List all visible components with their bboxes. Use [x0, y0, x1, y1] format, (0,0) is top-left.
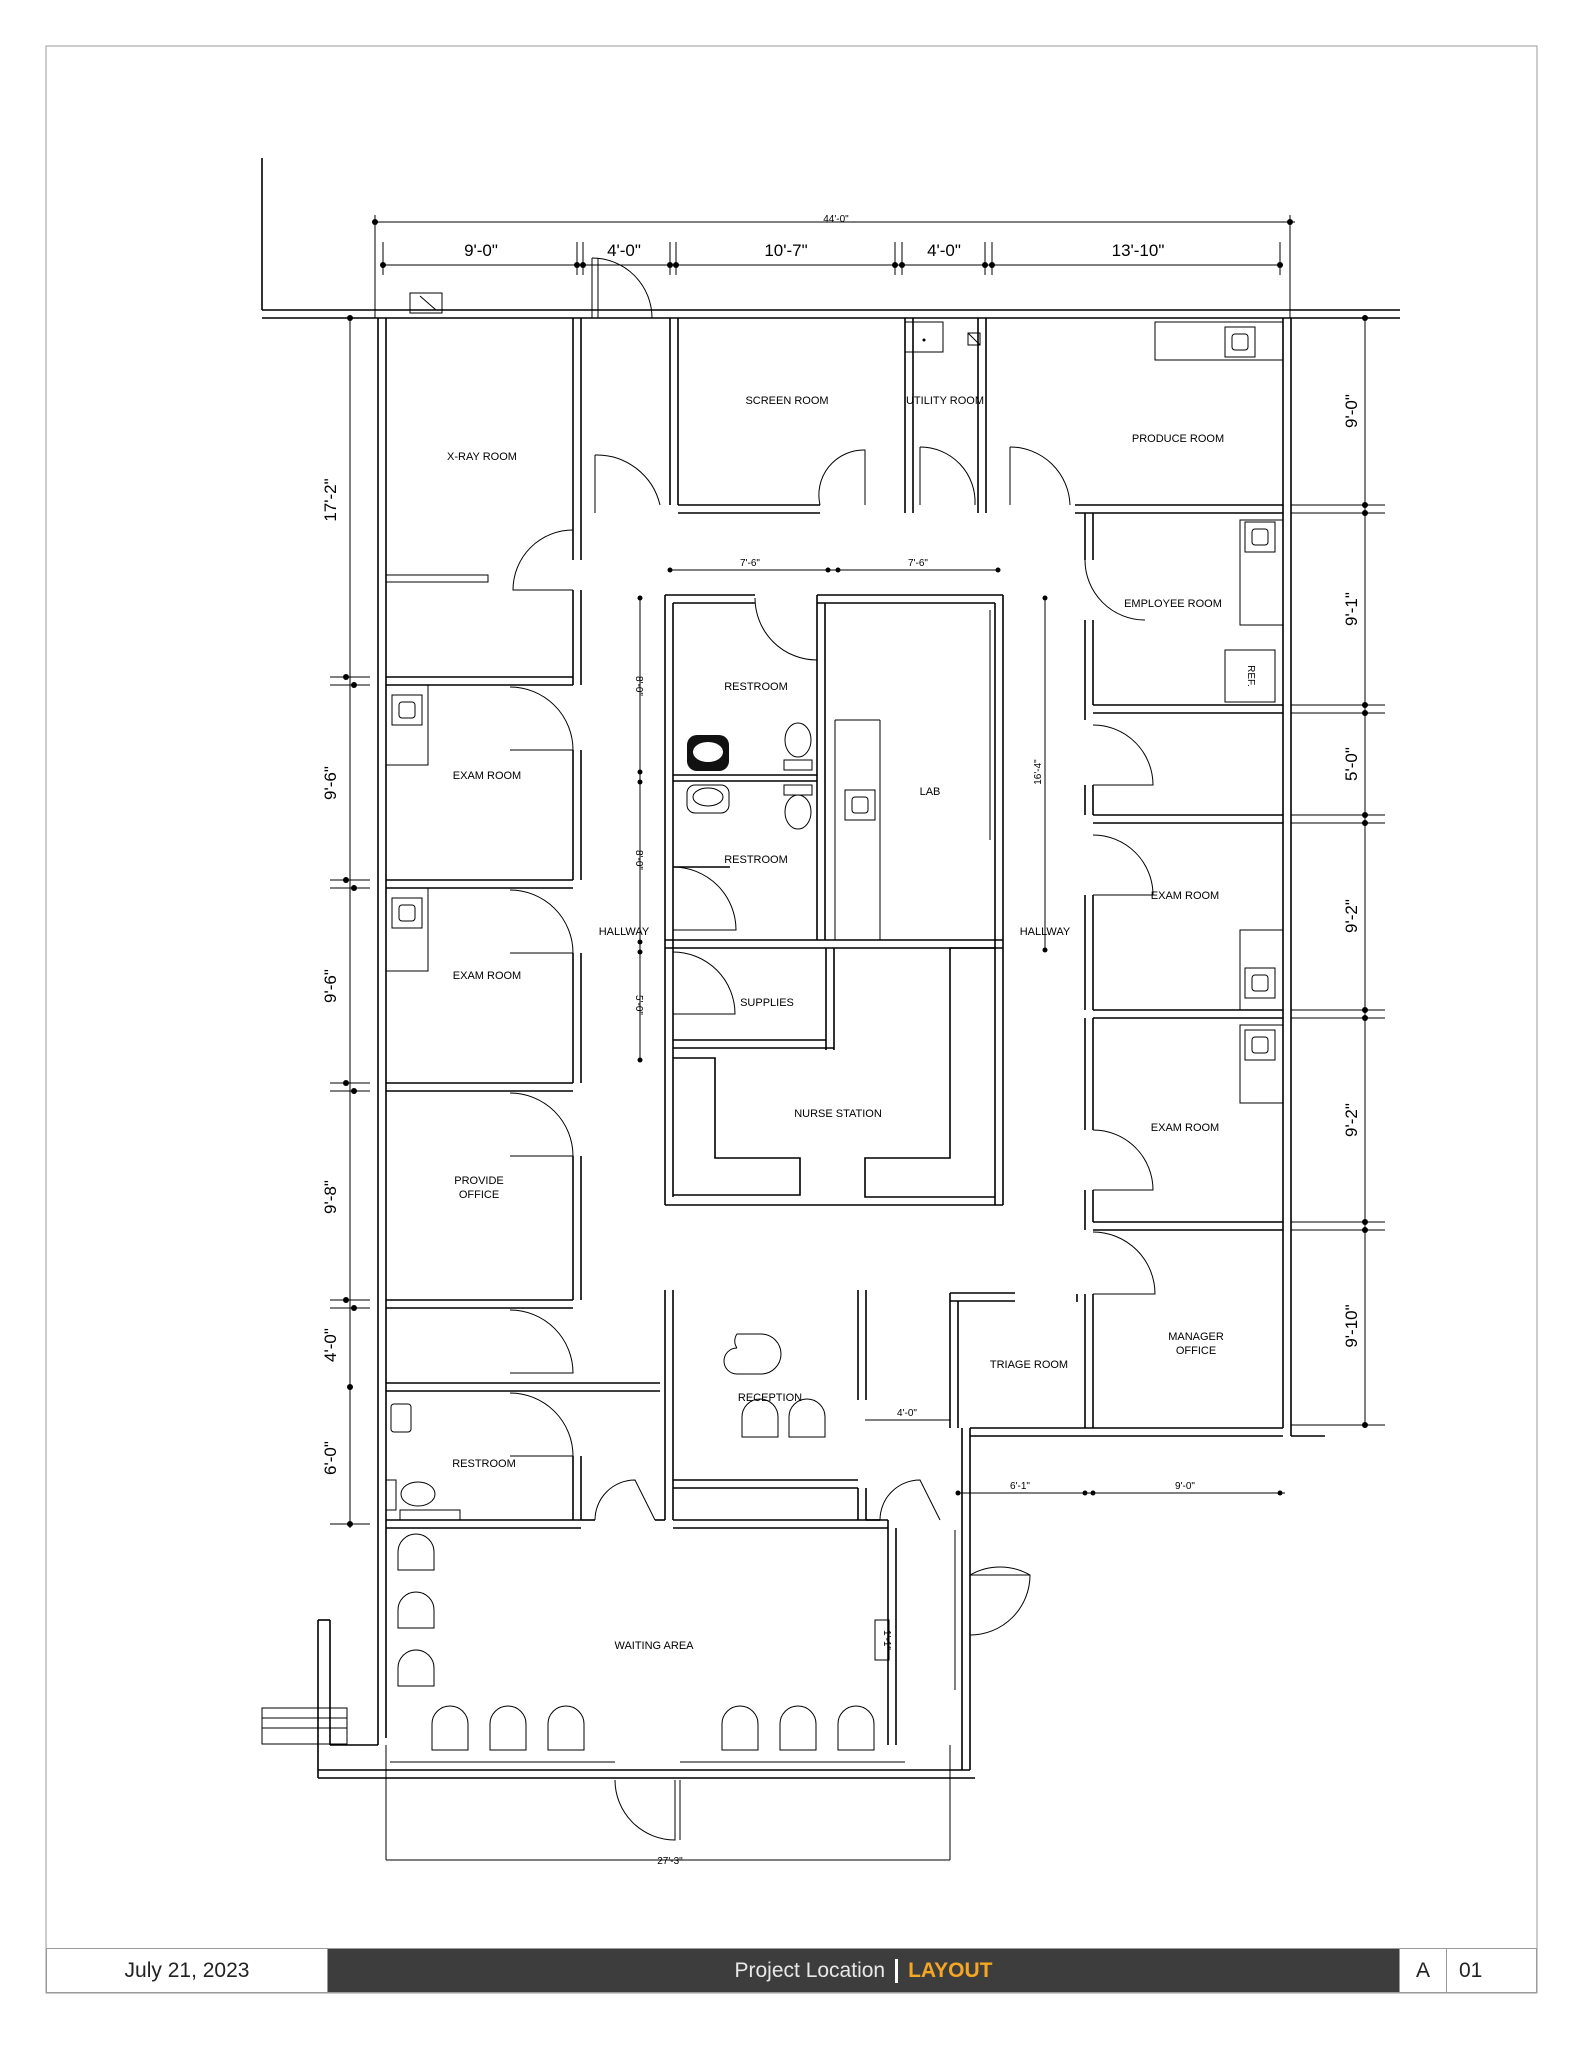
room-provide-office-line2: OFFICE	[459, 1189, 499, 1201]
dim-left-6: 6'-0"	[321, 1441, 340, 1475]
room-manager-office-line2: OFFICE	[1176, 1345, 1216, 1357]
dim-top-5: 13'-10"	[1112, 241, 1165, 260]
room-provide-office-line1: PROVIDE	[454, 1175, 504, 1187]
dim-inner-2: 7'-6"	[908, 558, 928, 569]
room-labels: X-RAY ROOM SCREEN ROOM UTILITY ROOM PROD…	[447, 395, 1224, 1652]
room-exam-4: EXAM ROOM	[1151, 1122, 1219, 1134]
room-utility: UTILITY ROOM	[906, 395, 984, 407]
dim-inner-v1: 8'-0"	[633, 676, 644, 696]
dim-manager-w: 9'-0"	[1175, 1481, 1195, 1492]
dim-reception-w: 4'-0"	[897, 1408, 917, 1419]
title-block-project: Project Location LAYOUT	[328, 1949, 1399, 1992]
dim-top-1: 9'-0"	[464, 241, 498, 260]
dim-overall-top: 44'-0"	[823, 214, 849, 225]
room-reception: RECEPTION	[738, 1392, 802, 1404]
sheet-border	[45, 45, 1538, 1994]
dim-waiting-v: 1'-1"	[881, 1630, 892, 1650]
dim-right-2: 9'-1"	[1342, 592, 1361, 626]
title-separator	[895, 1958, 899, 1983]
floor-plan: REF.	[261, 158, 1400, 1867]
room-hallway-left: HALLWAY	[599, 926, 650, 938]
room-restroom-front: RESTROOM	[452, 1458, 516, 1470]
room-nurse-station: NURSE STATION	[794, 1108, 882, 1120]
room-manager-office-line1: MANAGER	[1168, 1331, 1224, 1343]
sheet-title: LAYOUT	[908, 1958, 993, 1982]
dim-bottom: 27'-3"	[657, 1856, 683, 1867]
room-restroom-upper: RESTROOM	[724, 681, 788, 693]
room-exam-2: EXAM ROOM	[453, 970, 521, 982]
ref-label: REF.	[1245, 665, 1256, 687]
dim-right-4: 9'-2"	[1342, 899, 1361, 933]
dim-right-1: 9'-0"	[1342, 394, 1361, 428]
dim-lab-v: 16'-4"	[1033, 759, 1044, 785]
room-waiting: WAITING AREA	[614, 1640, 694, 1652]
dim-left-2: 9'-6"	[321, 766, 340, 800]
project-location: Project Location	[734, 1958, 886, 1982]
fixtures: REF.	[385, 292, 1284, 1751]
dim-triage-w: 6'-1"	[1010, 1481, 1030, 1492]
room-restroom-lower: RESTROOM	[724, 854, 788, 866]
dim-right-5: 9'-2"	[1342, 1103, 1361, 1137]
dim-inner-v2: 8'-0"	[633, 850, 644, 870]
dim-left-5: 4'-0"	[321, 1328, 340, 1362]
title-block-date: July 21, 2023	[47, 1949, 328, 1992]
dim-left-1: 17'-2"	[321, 478, 340, 521]
dim-top-4: 4'-0"	[927, 241, 961, 260]
room-triage: TRIAGE ROOM	[990, 1359, 1068, 1371]
dimension-labels: 44'-0" 9'-0" 4'-0" 10'-7" 4'-0" 13'-10" …	[321, 214, 1361, 1867]
room-produce: PRODUCE ROOM	[1132, 433, 1224, 445]
sheet-letter: A	[1399, 1949, 1446, 1992]
dim-inner-1: 7'-6"	[740, 558, 760, 569]
dim-top-2: 4'-0"	[607, 241, 641, 260]
dim-right-3: 5'-0"	[1342, 747, 1361, 781]
dim-right-6: 9'-10"	[1342, 1304, 1361, 1347]
room-hallway-right: HALLWAY	[1020, 926, 1071, 938]
sheet-number: 01	[1446, 1949, 1536, 1992]
dim-inner-v3: 5'-0"	[633, 995, 644, 1015]
room-xray: X-RAY ROOM	[447, 451, 517, 463]
room-exam-3: EXAM ROOM	[1151, 890, 1219, 902]
dim-top-3: 10'-7"	[764, 241, 807, 260]
dimension-lines	[330, 215, 1385, 1861]
dim-left-4: 9'-8"	[321, 1180, 340, 1214]
room-employee: EMPLOYEE ROOM	[1124, 598, 1222, 610]
room-lab: LAB	[920, 786, 941, 798]
room-screen: SCREEN ROOM	[745, 395, 828, 407]
room-exam-1: EXAM ROOM	[453, 770, 521, 782]
room-supplies: SUPPLIES	[740, 997, 794, 1009]
title-block: July 21, 2023 Project Location LAYOUT A …	[46, 1948, 1537, 1993]
dim-left-3: 9'-6"	[321, 969, 340, 1003]
